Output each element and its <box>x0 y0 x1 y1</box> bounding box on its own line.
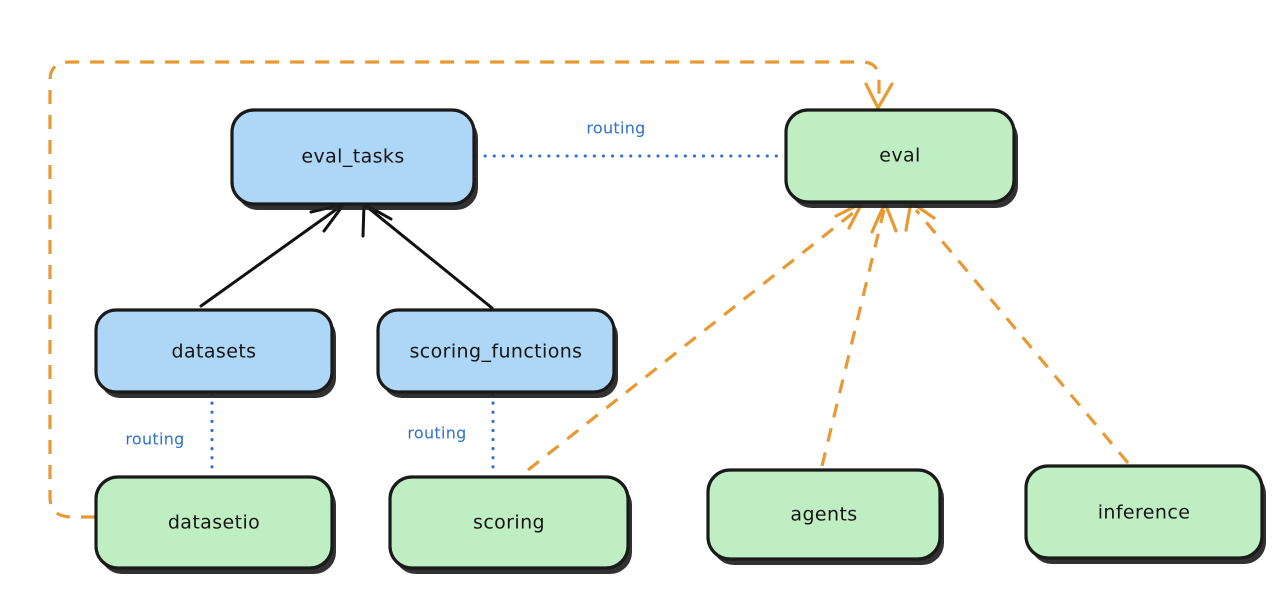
node-datasetio-box <box>94 475 334 570</box>
edge-datasets-to-evaltasks <box>199 201 348 308</box>
node-agents-label: agents <box>790 504 857 526</box>
node-eval-tasks-label: eval_tasks <box>301 146 404 168</box>
node-agents[interactable]: agents <box>706 468 944 565</box>
edge-path-datasets-evaltasks <box>199 204 343 308</box>
edge-path-scoringfunctions-evaltasks <box>364 204 494 310</box>
node-eval-label: eval <box>879 145 920 167</box>
node-inference[interactable]: inference <box>1024 464 1266 564</box>
node-eval-box <box>784 108 1016 204</box>
solid-edges-group <box>199 201 494 310</box>
node-inference-label: inference <box>1098 502 1191 524</box>
node-inference-box <box>1024 464 1264 560</box>
edge-path-datasetio-eval <box>48 60 881 519</box>
edge-scoringfunctions-to-evaltasks <box>361 201 494 310</box>
edge-datasetio-to-eval <box>48 60 894 519</box>
nodes-group: eval_tasks eval datasets scoring_functio… <box>94 108 1266 574</box>
edge-label-routing-evaltasks-eval: routing <box>586 119 645 138</box>
edge-path-agents-eval <box>820 209 886 467</box>
edge-path-scoring-eval <box>527 207 859 472</box>
node-scoring-functions-label: scoring_functions <box>410 341 583 363</box>
node-eval-tasks-box <box>230 108 476 206</box>
node-datasets-box <box>94 308 334 394</box>
node-datasetio-label: datasetio <box>168 512 260 534</box>
edge-inference-to-eval <box>904 199 1130 465</box>
edge-label-routing-scoringfunctions-scoring: routing <box>407 424 466 443</box>
node-eval[interactable]: eval <box>784 108 1018 208</box>
node-datasetio[interactable]: datasetio <box>94 475 336 574</box>
node-scoring-label: scoring <box>473 512 545 534</box>
edge-label-routing-datasets-datasetio: routing <box>125 430 184 449</box>
arrowhead-datasetio-eval <box>864 82 894 112</box>
node-eval-tasks[interactable]: eval_tasks <box>230 108 478 210</box>
edge-labels-group: routing routing routing <box>125 119 645 449</box>
node-datasets-label: datasets <box>172 341 257 363</box>
node-agents-box <box>706 468 942 561</box>
node-scoring[interactable]: scoring <box>388 475 632 574</box>
node-datasets[interactable]: datasets <box>94 308 336 398</box>
node-scoring-box <box>388 475 630 570</box>
edge-path-inference-eval <box>914 208 1130 465</box>
edge-agents-to-eval <box>820 198 898 467</box>
node-scoring-functions-box <box>376 308 616 394</box>
routing-edges-group <box>210 154 786 477</box>
node-scoring-functions[interactable]: scoring_functions <box>376 308 618 398</box>
dependency-edges-group <box>48 60 1130 519</box>
